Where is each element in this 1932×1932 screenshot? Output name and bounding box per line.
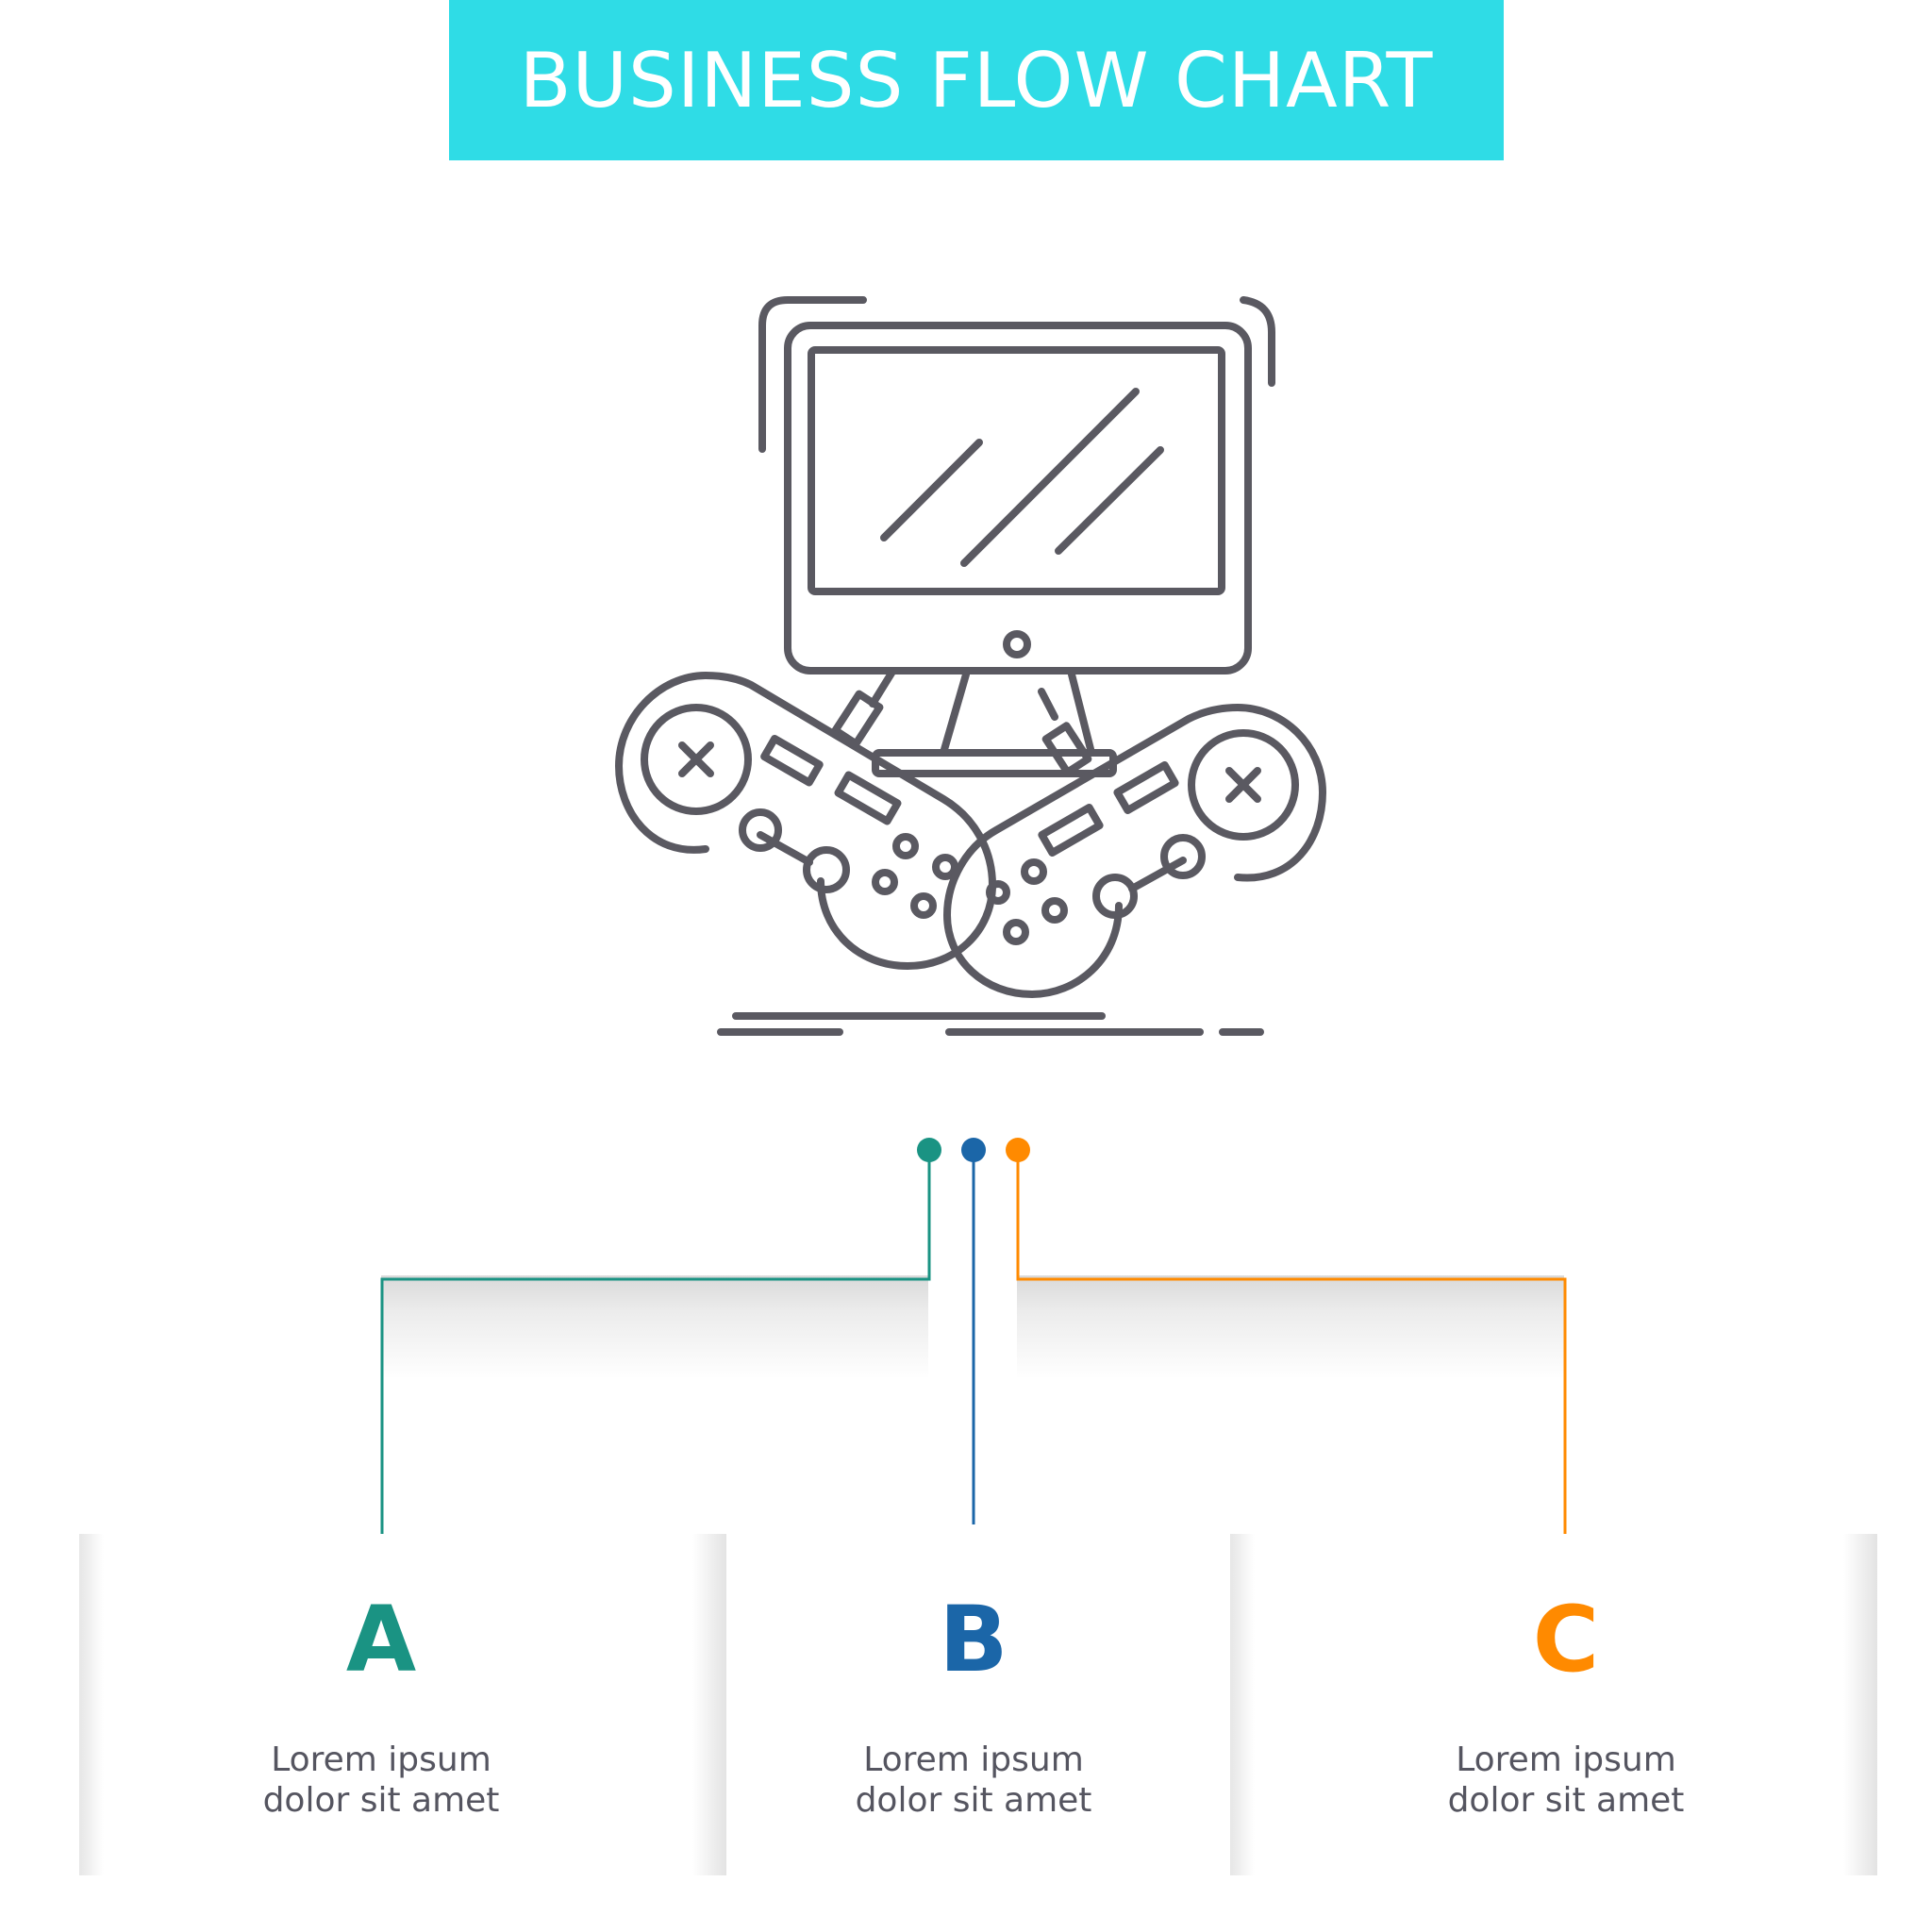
step-c-text: Lorem ipsum dolor sit amet [1358, 1740, 1774, 1821]
step-c: C Lorem ipsum dolor sit amet [1358, 1591, 1774, 1821]
step-c-letter: C [1532, 1587, 1600, 1692]
step-a: A Lorem ipsum dolor sit amet [174, 1591, 589, 1821]
title-banner: BUSINESS FLOW CHART [449, 0, 1504, 160]
connector-c [1016, 1153, 1567, 1548]
dot-a [917, 1138, 941, 1162]
connector-a [380, 1153, 931, 1548]
step-a-letter: A [345, 1587, 417, 1692]
branch-shadow-left [381, 1275, 928, 1379]
step-b-panel [726, 1534, 1230, 1875]
step-a-line2: dolor sit amet [262, 1781, 500, 1820]
step-a-line1: Lorem ipsum [271, 1740, 491, 1779]
page-title: BUSINESS FLOW CHART [519, 36, 1434, 125]
branch-shadow-right [1017, 1275, 1564, 1379]
step-c-line2: dolor sit amet [1447, 1781, 1685, 1820]
computer-game-controllers-icon [615, 296, 1326, 1036]
step-c-line1: Lorem ipsum [1456, 1740, 1676, 1779]
step-a-panel [79, 1534, 726, 1875]
step-b-line1: Lorem ipsum [863, 1740, 1084, 1779]
step-b: B Lorem ipsum dolor sit amet [766, 1591, 1181, 1821]
step-c-panel [1230, 1534, 1877, 1875]
step-b-text: Lorem ipsum dolor sit amet [766, 1740, 1181, 1821]
step-b-letter: B [939, 1587, 1008, 1692]
step-a-text: Lorem ipsum dolor sit amet [174, 1740, 589, 1821]
dot-c [1006, 1138, 1030, 1162]
dot-b [961, 1138, 986, 1162]
step-b-line2: dolor sit amet [855, 1781, 1092, 1820]
